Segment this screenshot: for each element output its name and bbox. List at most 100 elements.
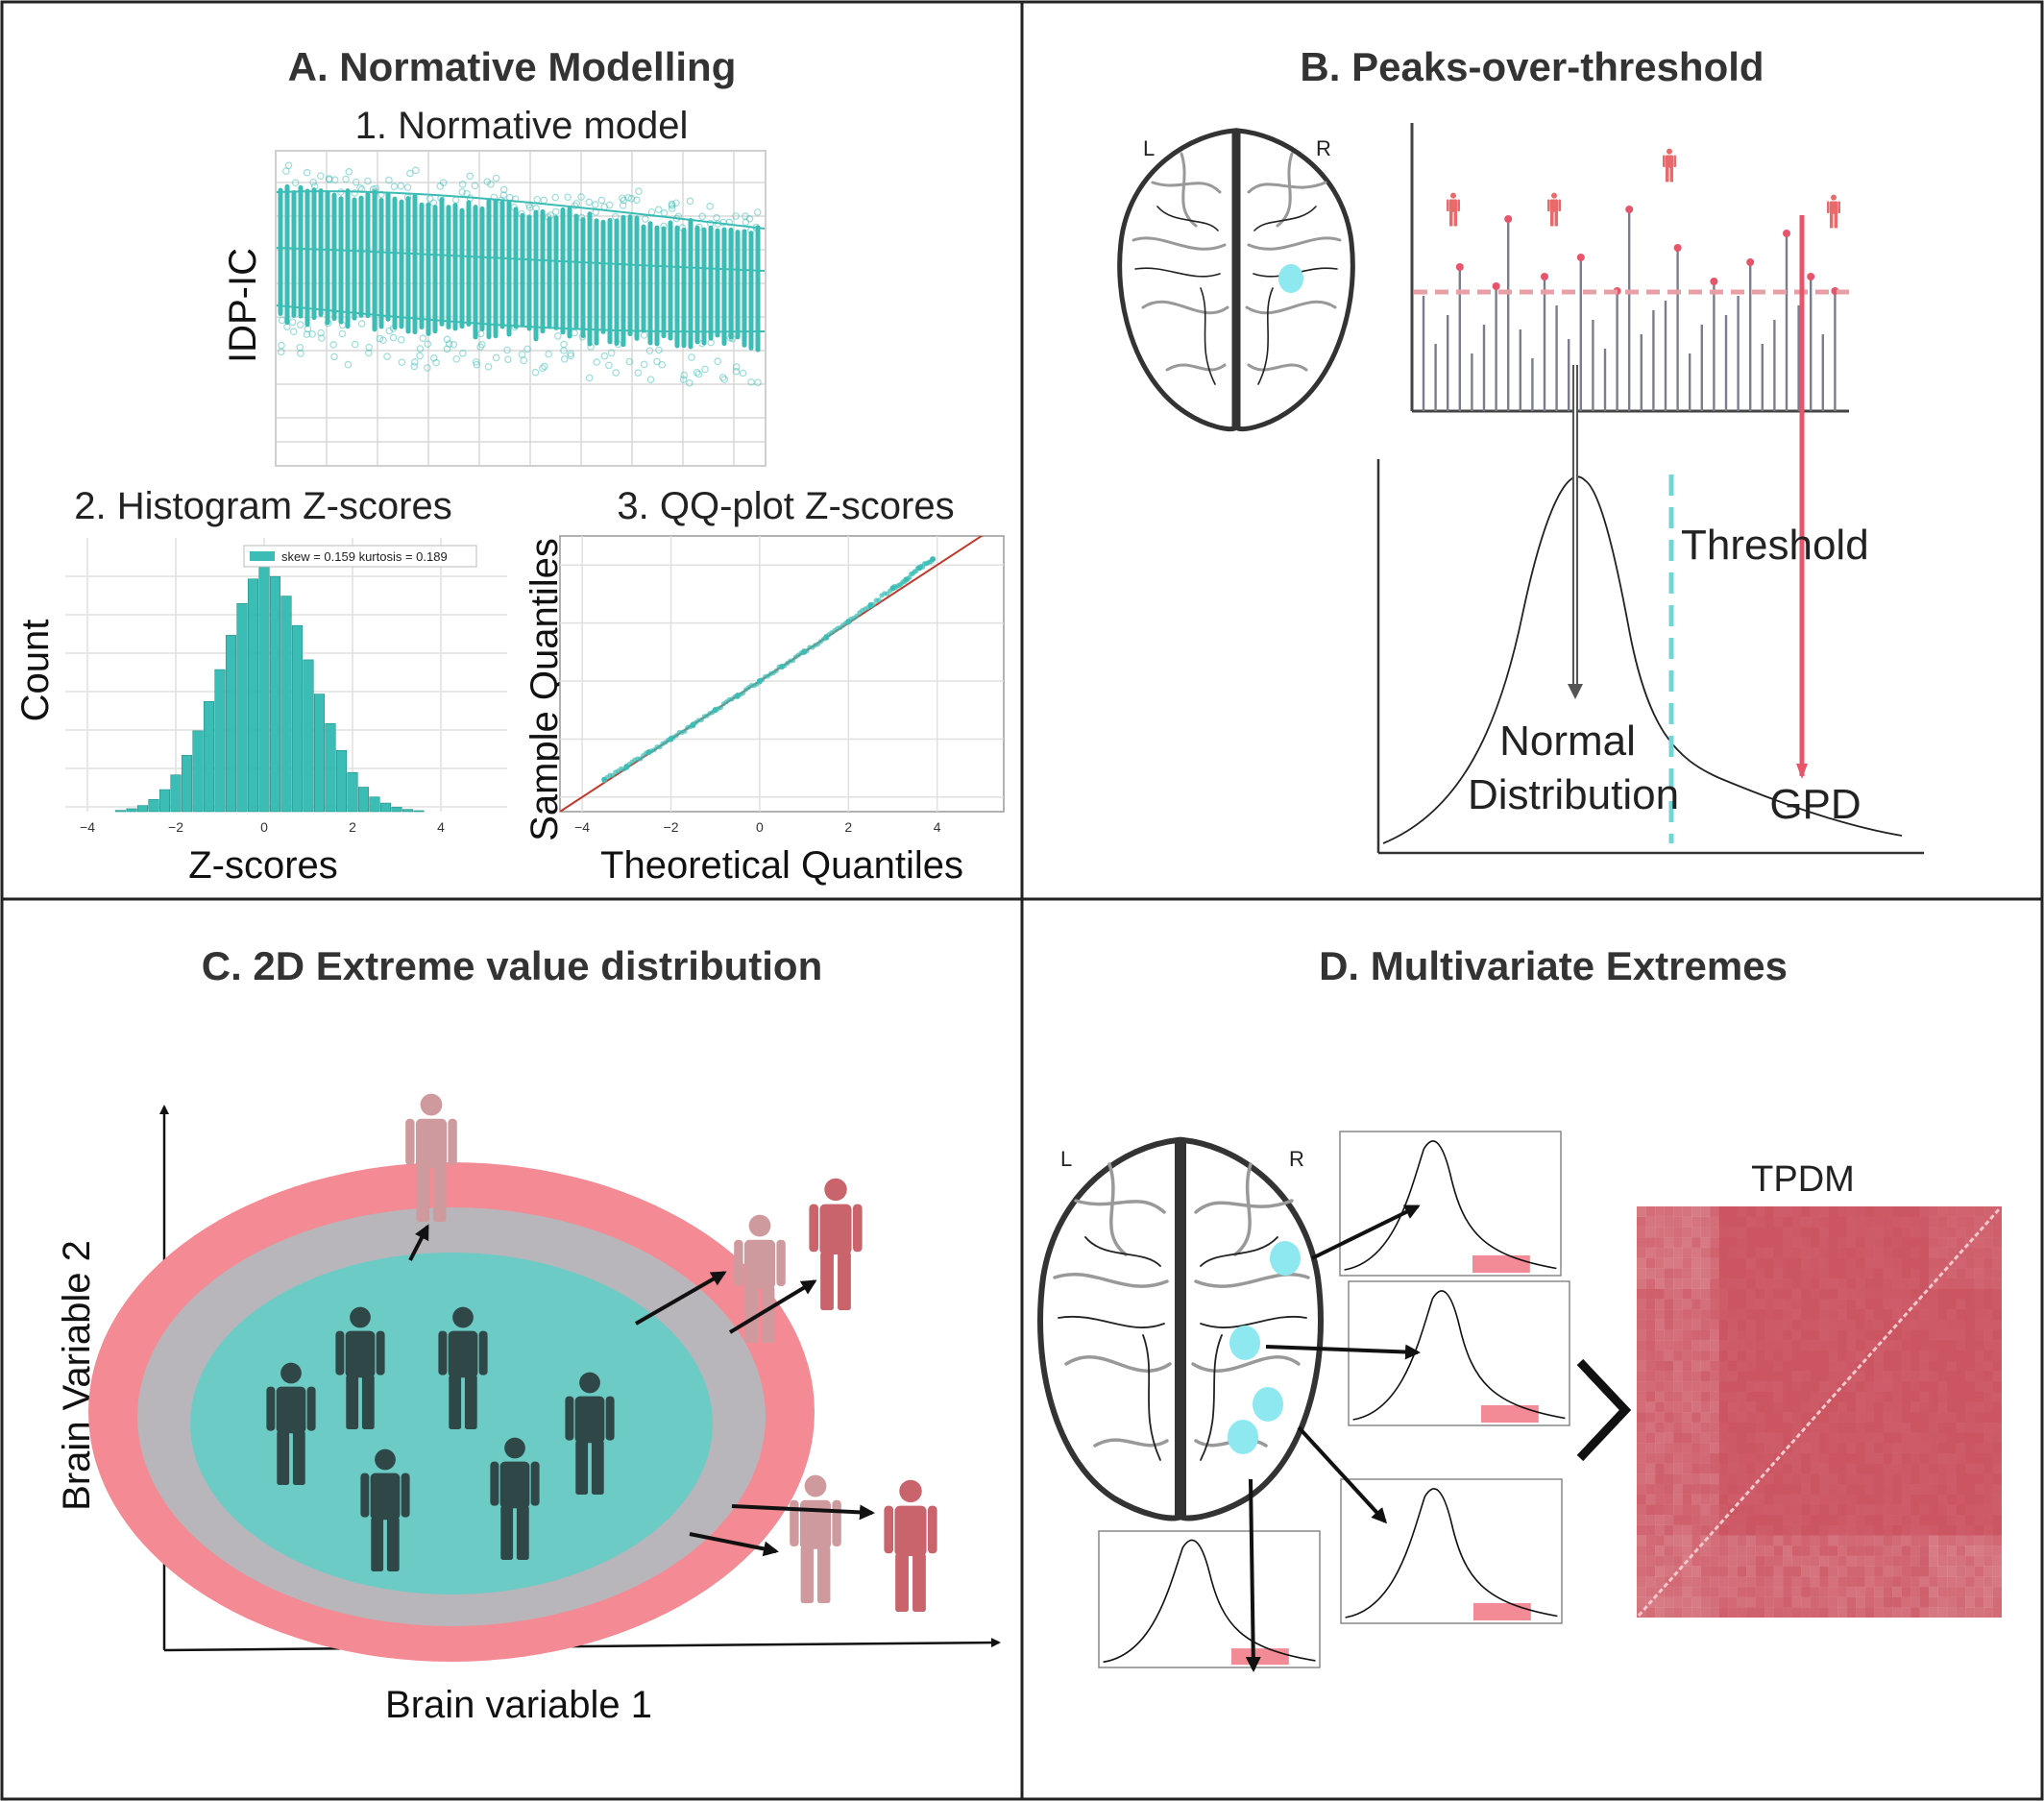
tpdm-cell <box>1637 1494 1646 1505</box>
model-outlier-point <box>317 334 326 342</box>
tpdm-cell <box>1864 1607 1875 1618</box>
tpdm-cell <box>1901 1535 1911 1546</box>
d-arrow <box>1311 1205 1421 1260</box>
panel-a-title: A. Normative Modelling <box>288 44 737 89</box>
tpdm-cell <box>1929 1586 1938 1597</box>
model-outlier-point <box>701 365 709 374</box>
tpdm-cell <box>1728 1607 1738 1618</box>
tpdm-cell <box>1755 1535 1765 1546</box>
tpdm-cell <box>1792 1217 1802 1228</box>
tpdm-cell <box>1719 1392 1729 1402</box>
tpdm-cell <box>1902 1227 1911 1237</box>
qq-point <box>823 634 830 641</box>
tpdm-cell <box>1983 1380 1993 1392</box>
model-outlier-point <box>385 176 393 184</box>
tpdm-cell <box>1728 1443 1738 1453</box>
tpdm-cell <box>1856 1607 1865 1618</box>
tpdm-cell <box>1773 1268 1784 1279</box>
tpdm-cell <box>1691 1247 1701 1258</box>
tpdm-cell <box>1902 1464 1911 1474</box>
tpdm-cell <box>1710 1288 1719 1300</box>
tpdm-cell <box>1892 1464 1902 1474</box>
tpdm-cell <box>1774 1320 1784 1330</box>
model-outlier-point <box>458 188 466 196</box>
tpdm-cell <box>1902 1484 1911 1495</box>
model-outlier-point <box>545 350 552 358</box>
model-outlier-point <box>600 352 609 360</box>
tpdm-cell <box>1974 1268 1984 1279</box>
tpdm-cell <box>1884 1423 1893 1433</box>
model-outlier-point <box>714 357 721 366</box>
tpdm-cell <box>1919 1607 1930 1618</box>
tpdm-cell <box>1865 1525 1875 1536</box>
model-outlier-point <box>554 332 562 340</box>
tpdm-cell <box>1673 1319 1683 1330</box>
model-outlier-point <box>679 376 688 383</box>
tpdm-cell <box>1956 1443 1966 1454</box>
tpdm-cell <box>1846 1566 1857 1577</box>
tpdm-cell <box>1755 1586 1765 1597</box>
tpdm-cell <box>1719 1423 1729 1433</box>
model-outlier-point <box>564 193 572 202</box>
tpdm-cell <box>1956 1586 1966 1597</box>
tpdm-cell <box>1965 1525 1975 1536</box>
tpdm-cell <box>1828 1545 1838 1557</box>
tpdm-cell <box>1819 1319 1829 1330</box>
tpdm-cell <box>1710 1329 1719 1341</box>
tpdm-cell <box>1856 1525 1865 1536</box>
tpdm-cell <box>1718 1607 1729 1618</box>
tpdm-cell <box>1637 1483 1646 1495</box>
tpdm-cell <box>1774 1217 1784 1228</box>
hist-bar <box>357 787 370 813</box>
tpdm-cell <box>1719 1227 1729 1237</box>
model-outlier-point <box>660 222 668 231</box>
tpdm-cell <box>1965 1227 1975 1238</box>
tpdm-cell <box>1655 1206 1665 1217</box>
tpdm-cell <box>1673 1483 1683 1495</box>
tpdm-cell <box>1947 1216 1957 1228</box>
brain-node <box>1270 1241 1301 1276</box>
tpdm-cell <box>1791 1237 1802 1249</box>
tpdm-cell <box>1791 1545 1802 1557</box>
tpdm-cell <box>1783 1278 1792 1289</box>
tpdm-cell <box>1664 1299 1674 1310</box>
tpdm-cell <box>1846 1586 1857 1597</box>
tpdm-cell <box>1983 1247 1993 1258</box>
tpdm-cell <box>1691 1360 1701 1372</box>
brain-b: L R <box>1117 128 1355 432</box>
tpdm-cell <box>1856 1391 1865 1402</box>
tpdm-cell <box>1846 1576 1857 1588</box>
tpdm-cell <box>1645 1432 1656 1444</box>
tpdm-cell <box>1837 1401 1847 1413</box>
tpdm-cell <box>1746 1412 1756 1423</box>
tpdm-cell <box>1864 1596 1875 1608</box>
tpdm-cell <box>1710 1555 1719 1567</box>
tpdm-cell <box>1673 1545 1683 1557</box>
tpdm-cell <box>1655 1432 1665 1444</box>
tpdm-cell <box>1892 1392 1902 1402</box>
qq-point <box>657 744 663 750</box>
tpdm-cell <box>1728 1392 1738 1402</box>
tpdm-cell <box>1874 1432 1884 1444</box>
tpdm-cell <box>1864 1535 1875 1546</box>
tpdm-cell <box>1700 1596 1711 1608</box>
tpdm-cell <box>1783 1206 1792 1217</box>
tpdm-cell <box>1974 1237 1984 1249</box>
tpdm-cell <box>1792 1248 1802 1258</box>
tpdm-cell <box>1892 1381 1902 1392</box>
tpdm-cell <box>1710 1247 1719 1258</box>
tpdm-cell <box>1664 1216 1674 1228</box>
tpdm-cell <box>1691 1524 1701 1536</box>
tpdm-cell <box>1956 1576 1966 1588</box>
model-outlier-point <box>605 201 614 209</box>
tpdm-cell <box>1983 1206 1993 1217</box>
tpdm-cell <box>1710 1432 1719 1444</box>
tpdm-cell <box>1819 1392 1829 1402</box>
tpdm-cell <box>1700 1299 1711 1310</box>
tpdm-cell <box>1811 1268 1820 1278</box>
tpdm-cell <box>1655 1576 1665 1588</box>
tpdm-cell <box>1992 1278 2003 1289</box>
tpdm-cell <box>1691 1535 1701 1546</box>
tpdm-cell <box>1910 1524 1920 1536</box>
tpdm-cell <box>1929 1206 1938 1217</box>
